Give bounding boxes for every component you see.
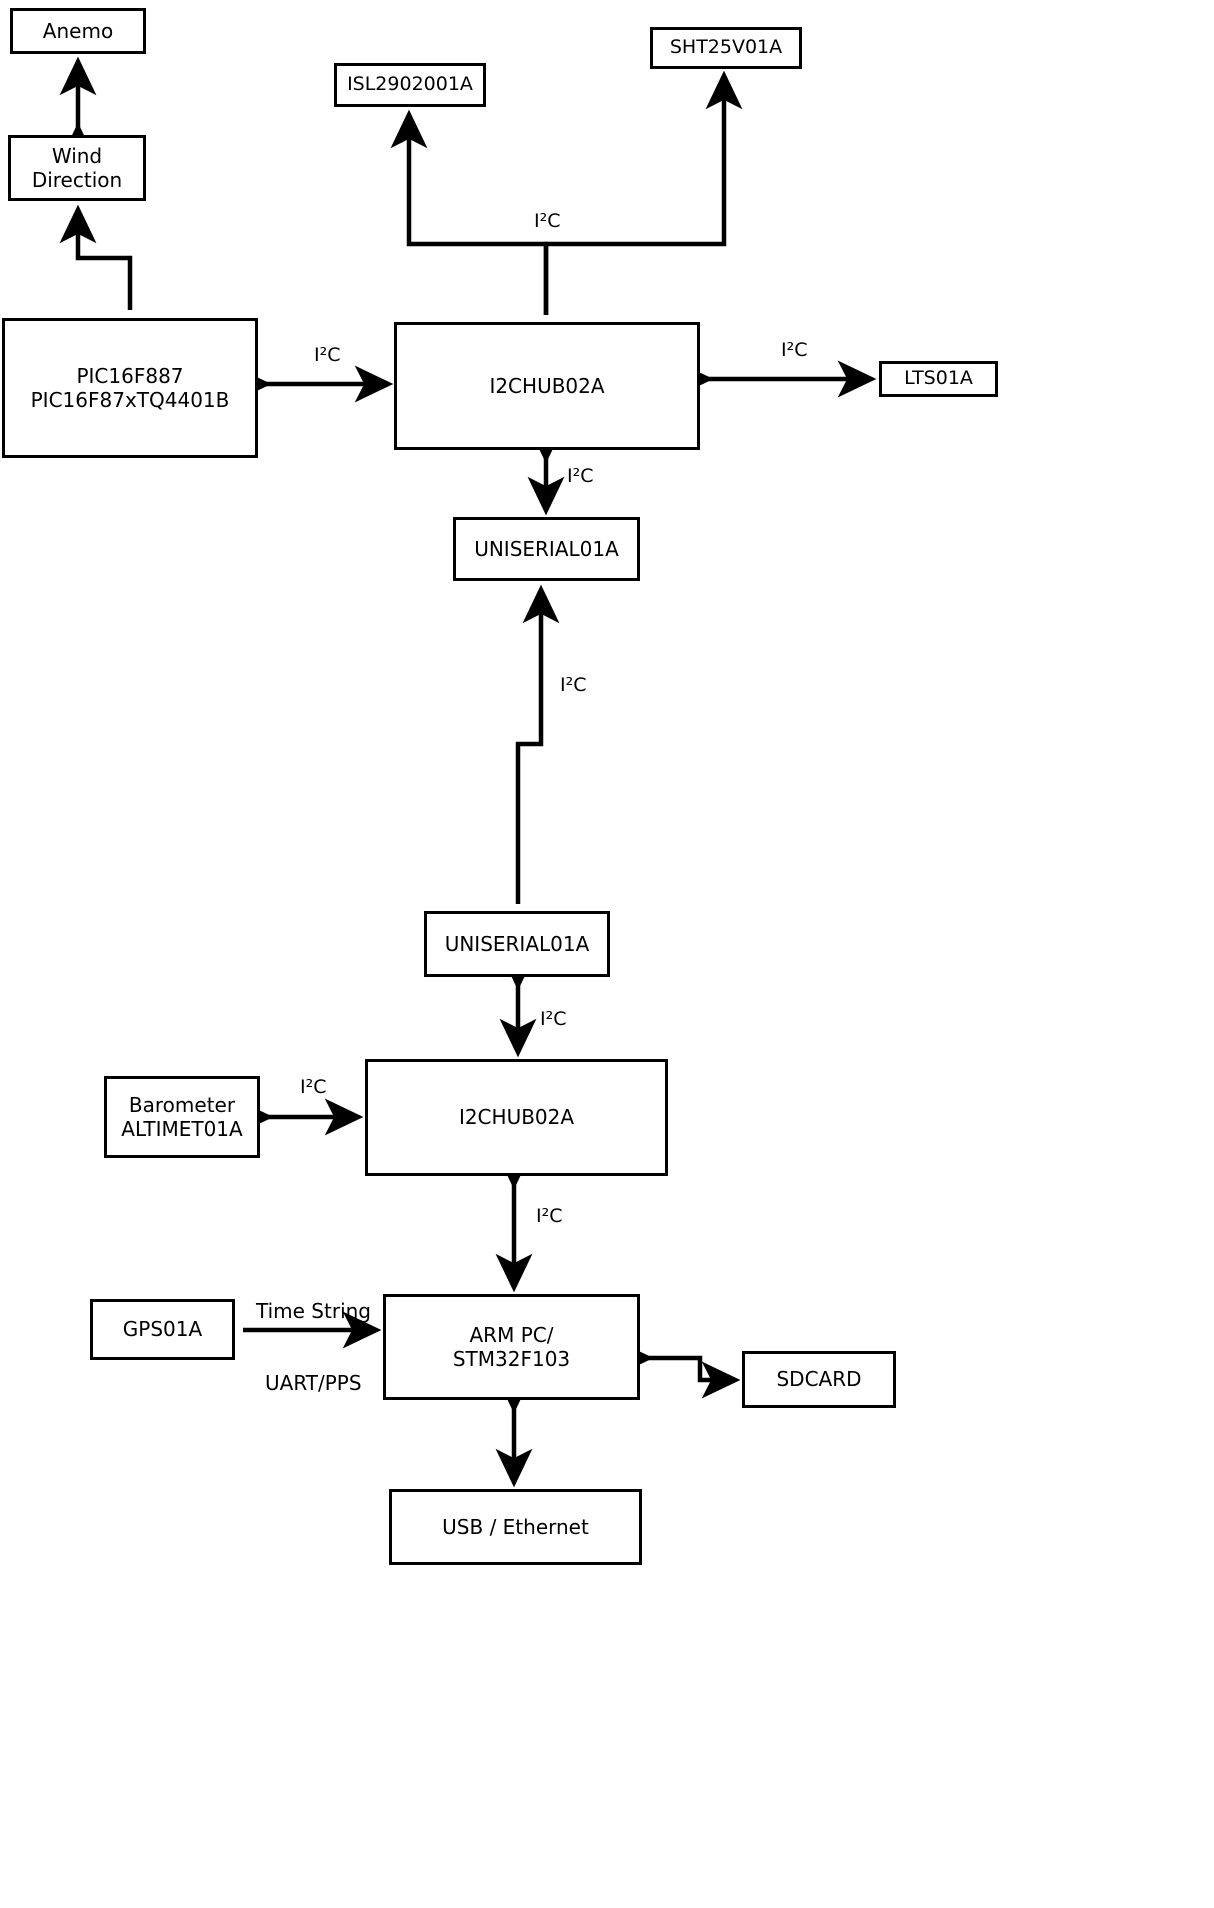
node-sdcard[interactable]: SDCARD [742, 1351, 896, 1408]
node-i2chub02a-top-label: I2CHUB02A [489, 373, 605, 398]
edge-label-text: I²C [534, 210, 561, 232]
edge-label-i2c-pic-hub: I²C [314, 345, 341, 366]
edge-label-i2c-uniserial-link: I²C [560, 675, 587, 696]
node-anemo-label: Anemo [42, 18, 114, 43]
node-i2chub02a-bottom-label: I2CHUB02A [458, 1105, 575, 1130]
edge-label-i2c-barometer-hub: I²C [300, 1077, 327, 1098]
node-gps01a-label: GPS01A [122, 1317, 203, 1342]
node-wind-direction[interactable]: Wind Direction [8, 135, 146, 201]
edge-pic-winddir [59, 204, 133, 310]
node-lts01a-label: LTS01A [904, 367, 973, 390]
edge-label-text: I²C [314, 344, 341, 366]
edge-label-text: I²C [781, 339, 808, 361]
node-pic-mcu[interactable]: PIC16F887 PIC16F87xTQ4401B [2, 318, 258, 458]
edge-hubtop-sht [543, 70, 743, 315]
node-isl2902001a-label: ISL2902001A [347, 73, 473, 96]
edge-label-text: UART/PPS [265, 1371, 362, 1395]
edge-label-uart-pps: UART/PPS [265, 1372, 362, 1394]
node-isl2902001a[interactable]: ISL2902001A [334, 63, 486, 107]
node-usb-ethernet-label: USB / Ethernet [442, 1514, 589, 1539]
node-i2chub02a-bottom[interactable]: I2CHUB02A [365, 1059, 668, 1176]
node-usb-ethernet[interactable]: USB / Ethernet [389, 1489, 642, 1565]
node-sdcard-label: SDCARD [776, 1367, 862, 1392]
edge-uni2-uni1 [515, 584, 560, 904]
node-barometer-altimet01a-label: Barometer ALTIMET01A [121, 1092, 243, 1141]
edge-label-text: I²C [540, 1008, 567, 1030]
edge-label-text: I²C [536, 1205, 563, 1227]
node-barometer-altimet01a[interactable]: Barometer ALTIMET01A [104, 1076, 260, 1158]
node-arm-pc-stm32f103-label: ARM PC/ STM32F103 [452, 1322, 571, 1371]
edge-hubtop-isl [390, 109, 549, 315]
node-arm-pc-stm32f103[interactable]: ARM PC/ STM32F103 [383, 1294, 640, 1400]
edge-label-i2c-hub-uniserial-upper: I²C [567, 466, 594, 487]
node-wind-direction-label: Wind Direction [31, 143, 123, 192]
node-uniserial01a-upper[interactable]: UNISERIAL01A [453, 517, 640, 581]
edge-label-text: Time String [256, 1299, 371, 1323]
edge-label-i2c-isl-sht: I²C [534, 211, 561, 232]
edge-label-text: I²C [560, 674, 587, 696]
edge-label-i2c-hub-arm: I²C [536, 1206, 563, 1227]
edge-label-text: I²C [300, 1076, 327, 1098]
node-pic-mcu-label: PIC16F887 PIC16F87xTQ4401B [30, 363, 230, 412]
node-anemo[interactable]: Anemo [10, 8, 146, 54]
node-gps01a[interactable]: GPS01A [90, 1299, 235, 1360]
node-uniserial01a-lower[interactable]: UNISERIAL01A [424, 911, 610, 977]
node-i2chub02a-top[interactable]: I2CHUB02A [394, 322, 700, 450]
edge-label-time-string: Time String [256, 1300, 371, 1322]
node-lts01a[interactable]: LTS01A [879, 361, 998, 397]
edge-label-i2c-uniserial-hub-bottom: I²C [540, 1009, 567, 1030]
edge-label-i2c-hub-lts: I²C [781, 340, 808, 361]
node-uniserial01a-upper-label: UNISERIAL01A [474, 536, 619, 561]
edge-label-text: I²C [567, 465, 594, 487]
node-sht25v01a[interactable]: SHT25V01A [650, 27, 802, 69]
edge-arm-sdcard [614, 1339, 741, 1399]
node-sht25v01a-label: SHT25V01A [669, 36, 783, 59]
node-uniserial01a-lower-label: UNISERIAL01A [444, 931, 590, 956]
